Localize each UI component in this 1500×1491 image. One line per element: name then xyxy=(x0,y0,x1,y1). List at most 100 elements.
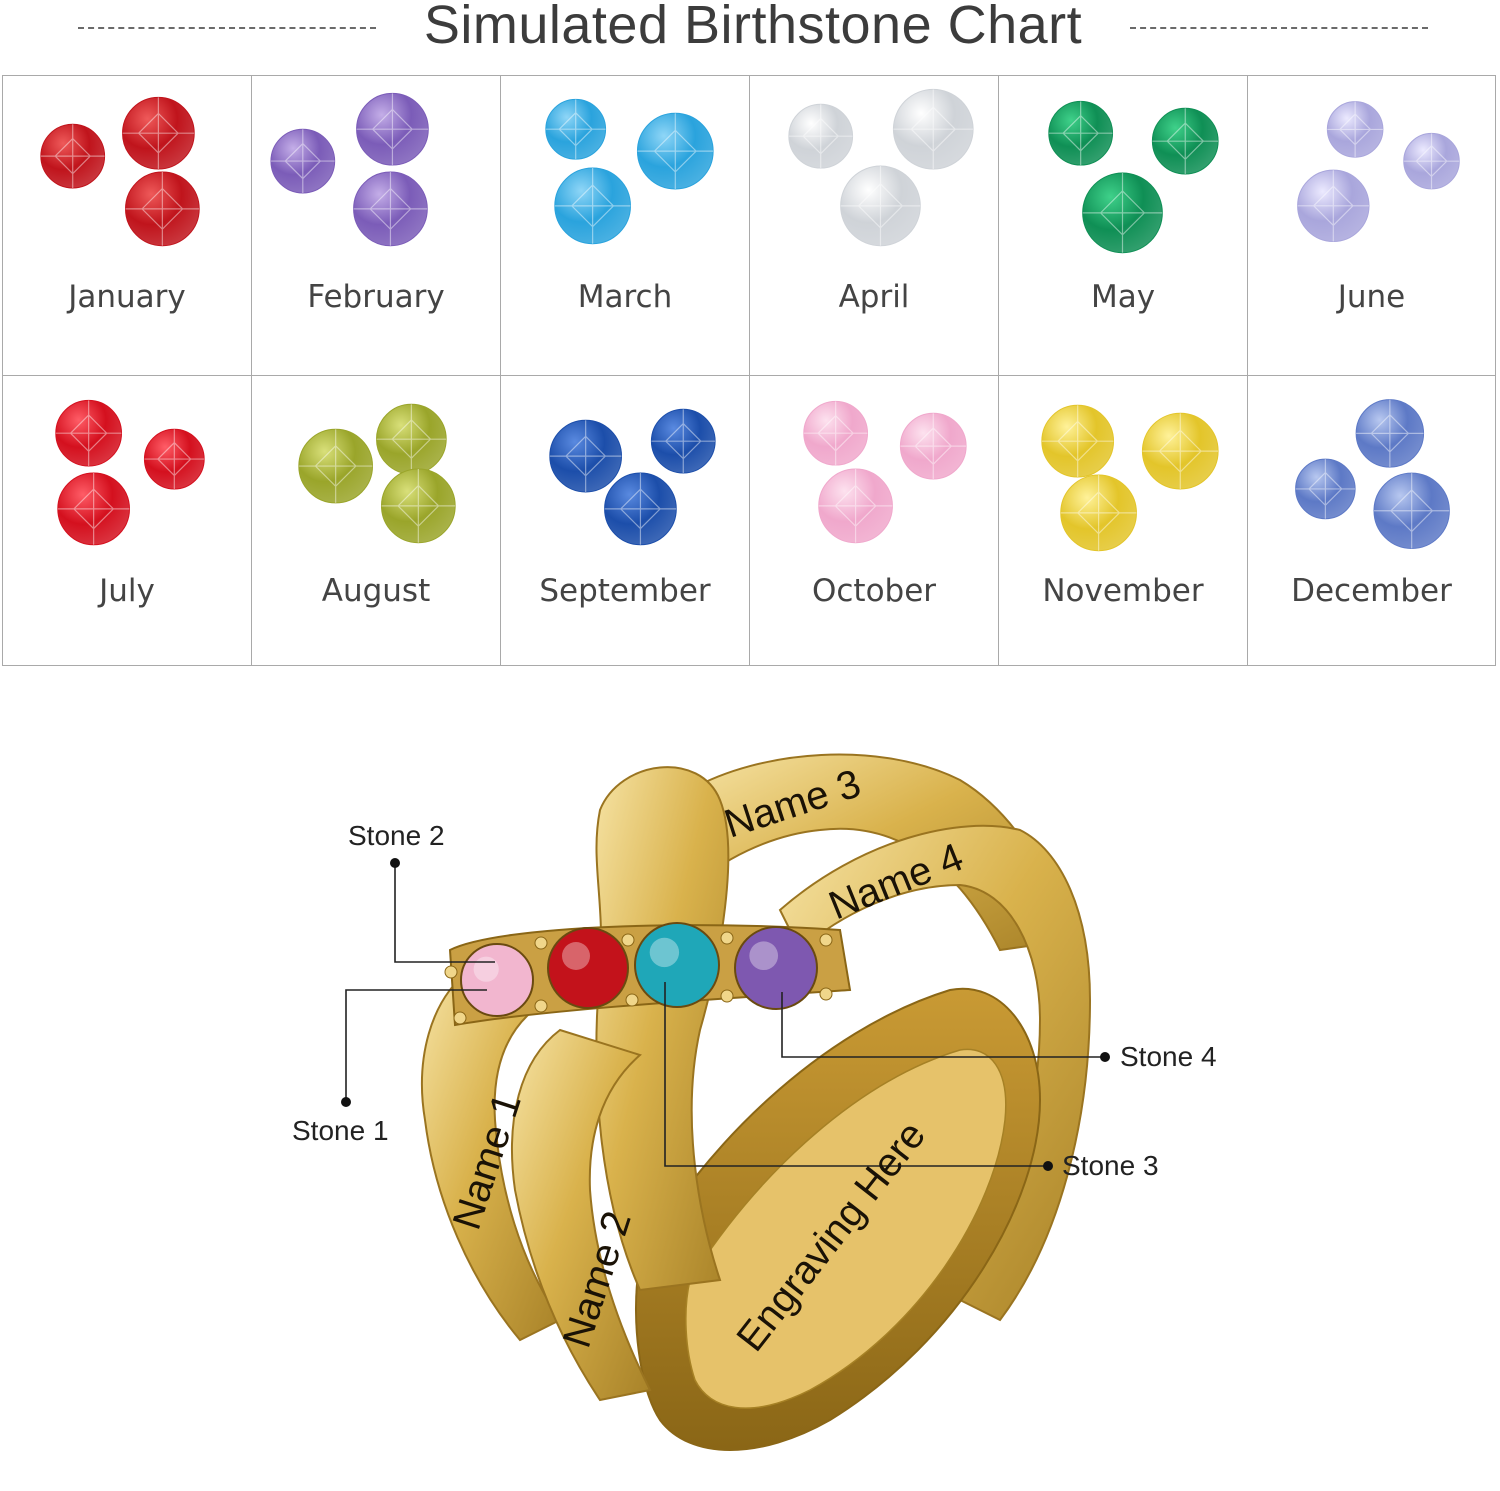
gemstone xyxy=(57,472,130,546)
ring-diagram: Name 3 Name 4 Name 1 Name 2 Engraving He… xyxy=(0,700,1500,1487)
gemstone xyxy=(40,123,106,189)
month-cell-november: November xyxy=(999,376,1248,665)
gemstone xyxy=(1048,100,1114,166)
month-cell-july: July xyxy=(3,376,252,665)
gemstone xyxy=(604,472,677,546)
month-label: February xyxy=(307,279,445,315)
gemstone xyxy=(818,468,893,544)
gem-facets xyxy=(356,93,429,166)
title-divider-right xyxy=(1130,27,1428,29)
band-name2 xyxy=(511,1028,652,1402)
gemstone xyxy=(1060,474,1137,552)
gem-facets xyxy=(298,429,373,503)
month-label: May xyxy=(1090,279,1156,315)
ring-stone-4 xyxy=(734,926,818,1010)
gemstone xyxy=(650,408,716,474)
gem-facets xyxy=(1060,475,1137,551)
gem-facets xyxy=(549,420,622,492)
gemstone xyxy=(1297,169,1370,243)
month-label: October xyxy=(811,573,937,609)
gem-facets xyxy=(1327,101,1383,158)
gemstone xyxy=(1403,132,1460,190)
gem-facets xyxy=(40,124,105,188)
band-name1 xyxy=(421,968,562,1342)
gemstone xyxy=(788,103,854,169)
gem-facets xyxy=(1048,101,1113,166)
gem-facets xyxy=(900,413,967,480)
gem-cluster-june xyxy=(1297,101,1460,243)
ring-stone-2 xyxy=(547,927,629,1009)
gem-facets xyxy=(840,166,921,246)
month-label: January xyxy=(68,279,186,315)
gemstone xyxy=(298,428,374,504)
gem-cluster-september xyxy=(549,408,716,546)
month-label: November xyxy=(1042,573,1204,609)
gemstone xyxy=(1141,412,1219,490)
month-cell-june: June xyxy=(1248,76,1495,376)
gem-cluster-december xyxy=(1295,399,1450,549)
page-title: Simulated Birthstone Chart xyxy=(423,0,1083,55)
month-cell-january: January xyxy=(3,76,252,376)
gemstone xyxy=(1295,458,1356,520)
gemstone xyxy=(1041,404,1115,478)
stone-highlight xyxy=(749,941,779,971)
month-cell-december: December xyxy=(1248,376,1495,665)
gem-facets xyxy=(1403,133,1460,189)
prongs xyxy=(444,931,833,1025)
gem-facets xyxy=(818,469,893,543)
gem-facets xyxy=(122,97,195,170)
gem-facets xyxy=(651,409,716,474)
callout-stone-3: Stone 3 xyxy=(1062,1150,1159,1181)
gem-facets xyxy=(1142,413,1219,489)
gem-facets xyxy=(893,89,974,170)
gem-facets xyxy=(1295,459,1356,519)
gem-facets xyxy=(1356,399,1424,468)
month-cell-march: March xyxy=(501,76,750,376)
gem-cluster-february xyxy=(270,92,429,247)
gem-cluster-may xyxy=(1048,100,1219,254)
gem-facets xyxy=(1152,108,1219,175)
ring-stone-1 xyxy=(460,943,534,1017)
month-label: August xyxy=(321,573,431,609)
gemstone xyxy=(125,171,200,247)
gem-facets xyxy=(637,113,714,189)
gem-facets xyxy=(353,172,428,246)
gem-facets xyxy=(270,129,335,193)
inner-shank-face xyxy=(685,1048,1007,1409)
month-cell-october: October xyxy=(750,376,999,665)
gemstone xyxy=(545,98,607,160)
ring-stone-3 xyxy=(634,922,720,1008)
stone-highlight xyxy=(473,956,499,982)
gemstone xyxy=(1082,172,1163,254)
gem-cluster-july xyxy=(55,399,205,546)
gemstone xyxy=(55,399,123,467)
gem-facets xyxy=(803,401,868,466)
gemstone xyxy=(554,167,631,245)
stone-highlight xyxy=(562,942,590,970)
gemstone xyxy=(270,128,336,194)
month-label: April xyxy=(838,279,910,315)
month-label: July xyxy=(99,573,155,609)
gemstone xyxy=(1373,472,1450,549)
gemstone xyxy=(636,112,714,190)
gem-cluster-november xyxy=(1041,404,1219,552)
gem-facets xyxy=(1041,405,1114,478)
gem-facets xyxy=(381,469,456,543)
month-cell-february: February xyxy=(252,76,501,376)
ring-illustration: Name 3 Name 4 Name 1 Name 2 Engraving He… xyxy=(341,753,1110,1451)
chart-header: Simulated Birthstone Chart xyxy=(0,0,1500,58)
gem-facets xyxy=(376,404,447,475)
callout-dots xyxy=(341,858,1110,1171)
month-label: June xyxy=(1337,279,1406,315)
month-cell-may: May xyxy=(999,76,1248,376)
gemstone xyxy=(892,88,974,170)
gem-facets xyxy=(57,473,130,545)
gemstone xyxy=(803,400,869,466)
gem-cluster-april xyxy=(788,88,974,247)
gem-cluster-october xyxy=(803,400,967,544)
gem-cluster-august xyxy=(298,403,456,544)
callout-stone-2: Stone 2 xyxy=(348,820,445,851)
gemstone xyxy=(143,428,205,490)
gemstone xyxy=(1355,399,1425,468)
gem-facets xyxy=(125,172,200,246)
